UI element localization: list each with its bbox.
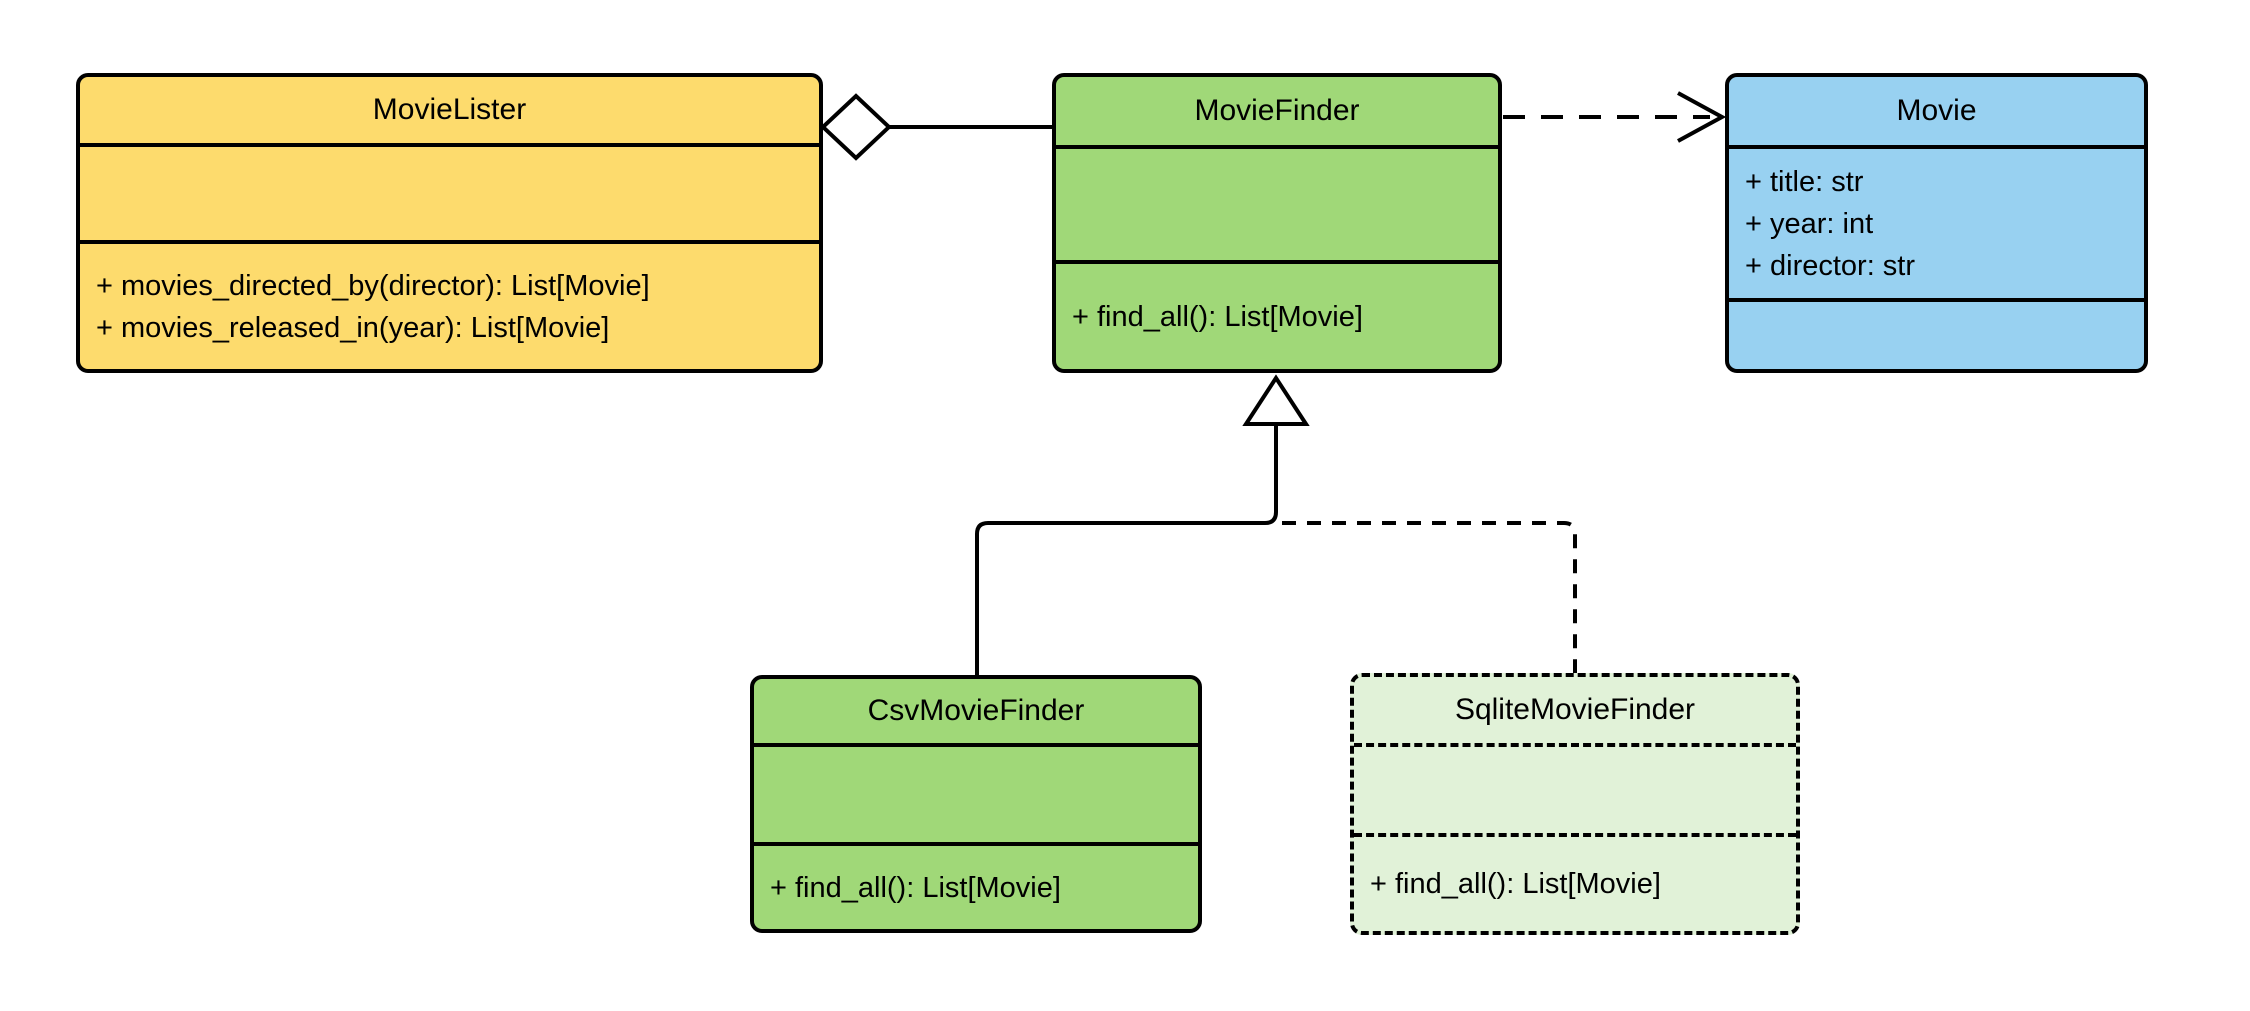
- generalization-triangle-icon: [1242, 374, 1310, 426]
- class-sqlitemoviefinder-attributes: [1354, 743, 1796, 833]
- attribute-director: + director: str: [1745, 249, 1916, 282]
- class-moviefinder-title: MovieFinder: [1194, 94, 1360, 127]
- class-sqlitemoviefinder-title: SqliteMovieFinder: [1454, 693, 1696, 726]
- dependency-arrowhead-icon: [1677, 91, 1727, 143]
- attribute-title: + title: str: [1745, 165, 1864, 198]
- method-movies-directed-by: + movies_directed_by(director): List[Mov…: [96, 269, 650, 302]
- class-moviefinder: MovieFinder + find_all(): List[Movie]: [1052, 73, 1502, 373]
- class-moviefinder-methods: + find_all(): List[Movie]: [1056, 260, 1498, 369]
- method-find-all: + find_all(): List[Movie]: [1072, 300, 1363, 333]
- class-movielister-title: MovieLister: [372, 93, 527, 126]
- class-sqlitemoviefinder-methods: + find_all(): List[Movie]: [1354, 833, 1796, 931]
- class-movie-attributes: + title: str + year: int + director: str: [1729, 145, 2144, 298]
- method-find-all: + find_all(): List[Movie]: [1370, 868, 1661, 900]
- class-movie-title: Movie: [1896, 94, 1977, 127]
- generalization-line-solid: [975, 426, 1278, 676]
- method-movies-released-in: + movies_released_in(year): List[Movie]: [96, 311, 610, 344]
- class-moviefinder-attributes: [1056, 145, 1498, 260]
- class-csvmoviefinder-methods: + find_all(): List[Movie]: [754, 842, 1198, 929]
- generalization-line-dashed: [1282, 521, 1577, 674]
- class-movielister-attributes: [80, 143, 819, 240]
- aggregation-diamond-icon: [820, 93, 892, 161]
- class-sqlitemoviefinder: SqliteMovieFinder + find_all(): List[Mov…: [1350, 673, 1800, 935]
- attribute-year: + year: int: [1745, 207, 1874, 240]
- method-find-all: + find_all(): List[Movie]: [770, 871, 1061, 904]
- class-csvmoviefinder-attributes: [754, 743, 1198, 842]
- class-csvmoviefinder: CsvMovieFinder + find_all(): List[Movie]: [750, 675, 1202, 933]
- class-movielister: MovieLister + movies_directed_by(directo…: [76, 73, 823, 373]
- class-movielister-methods: + movies_directed_by(director): List[Mov…: [80, 240, 819, 369]
- class-movie-methods: [1729, 298, 2144, 369]
- class-movie: Movie + title: str + year: int + directo…: [1725, 73, 2148, 373]
- class-csvmoviefinder-title: CsvMovieFinder: [867, 694, 1085, 727]
